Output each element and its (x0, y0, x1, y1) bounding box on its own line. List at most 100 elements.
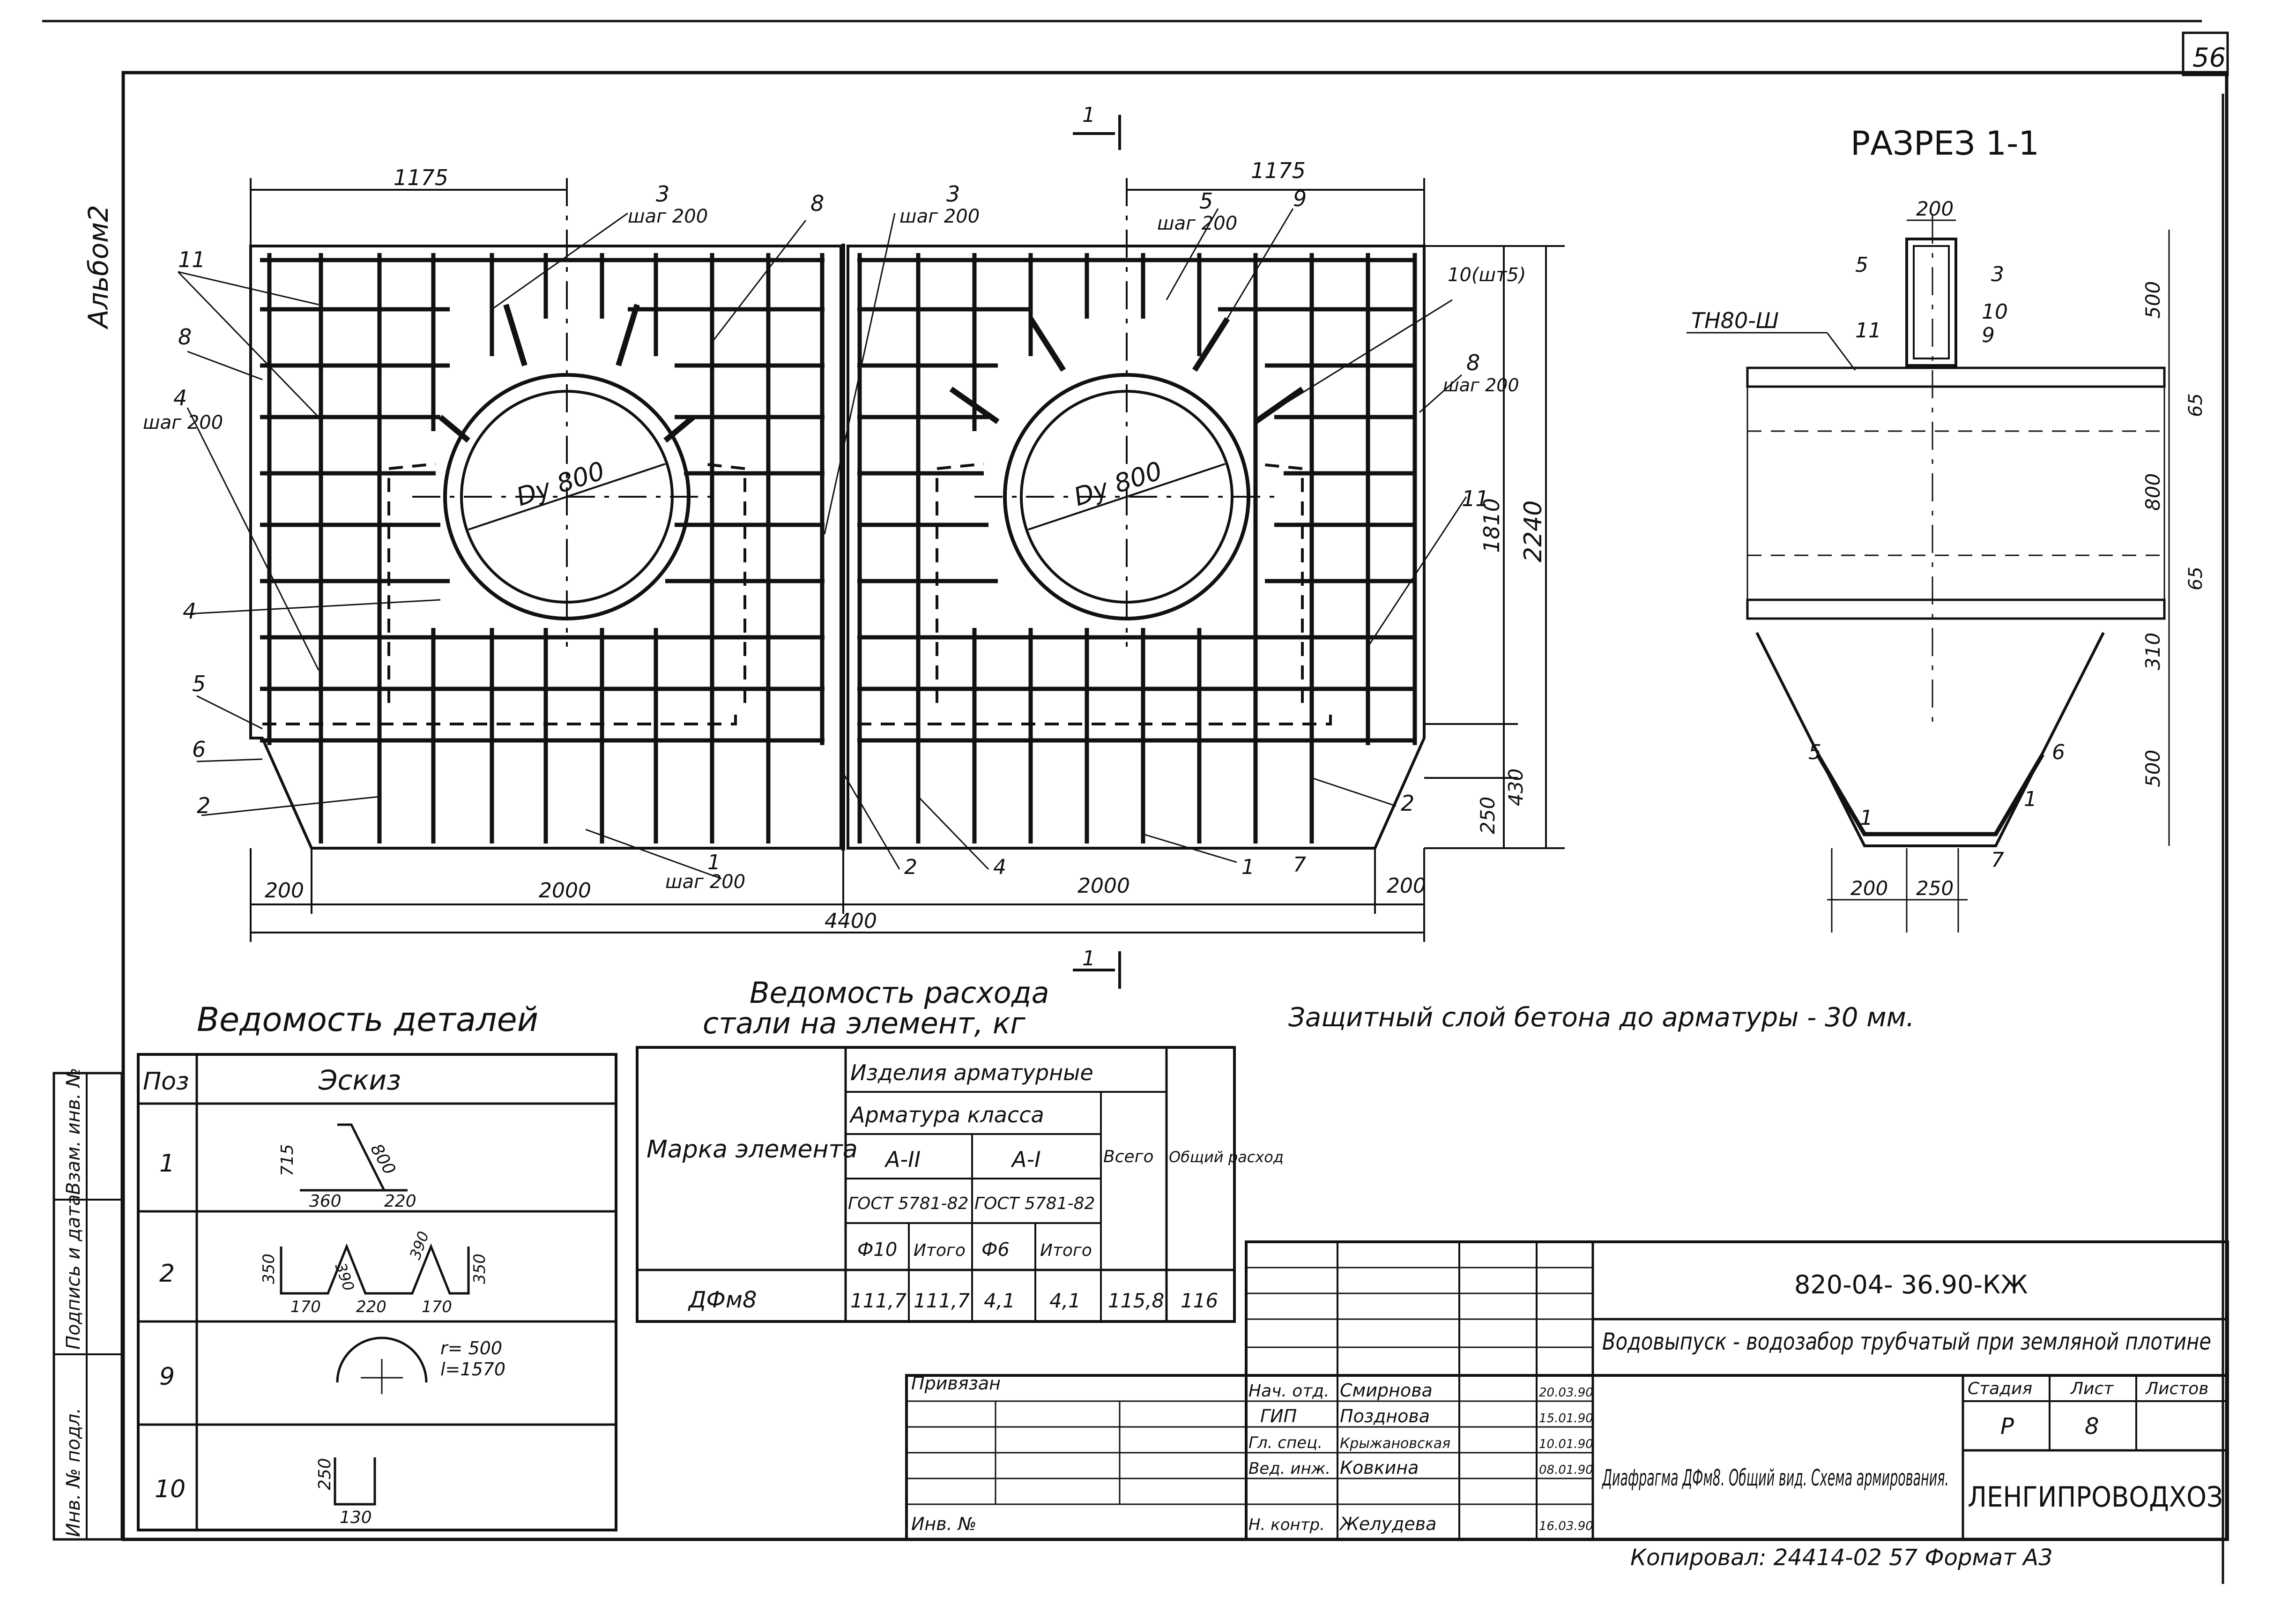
tb-sheet: 8 (2085, 1413, 2099, 1440)
steel-mark-header: Марка элемента (646, 1135, 858, 1164)
section-tn-label: ТН80-Ш (1691, 308, 1779, 333)
section-callout-1-right: 1 (2024, 787, 2037, 811)
tb-org: ЛЕНГИПРОВОДХОЗ (1968, 1481, 2223, 1514)
dim-top-left: 1175 (394, 165, 448, 190)
callout-2-left: 2 (197, 793, 210, 818)
title-block: Привязан Инв. № Нач. отд. Смирнова 20.03… (905, 1240, 2229, 1541)
steel-row-v1: 111,7 (914, 1289, 970, 1312)
dim-top-right: 1175 (1251, 158, 1306, 183)
tb-date-3: 08.01.90 (1539, 1463, 1593, 1477)
section-dim-bottom-250: 250 (1916, 877, 1954, 900)
section-mark-bottom: 1 (1082, 947, 1095, 970)
steel-sub-f10: Ф10 (857, 1239, 897, 1261)
details-row-9-pos: 9 (159, 1363, 175, 1391)
steel-gost-a1: ГОСТ 5781-82 (974, 1194, 1095, 1213)
tb-privyazan: Привязан (911, 1373, 1001, 1394)
album-label: Альбом2 (82, 205, 114, 330)
callout-9-right: 9 (1293, 186, 1307, 211)
callout-3-left: 3 (656, 181, 669, 207)
details-table-title: Ведомость деталей (197, 1000, 538, 1039)
details-row-10-pos: 10 (155, 1475, 186, 1503)
tb-stage: Р (2000, 1413, 2014, 1440)
callout-4-mid: 4 (993, 855, 1006, 879)
tb-role-1: ГИП (1260, 1406, 1297, 1426)
step-3-left: шаг 200 (628, 206, 708, 227)
section-callout-11: 11 (1855, 319, 1881, 343)
steel-sub-total-a1: Итого (1040, 1241, 1092, 1260)
tb-code: 820-04- 36.90-КЖ (1794, 1270, 2028, 1299)
section-callout-9: 9 (1982, 323, 1995, 347)
section-dim-bottom-200: 200 (1850, 877, 1888, 900)
tb-project: Водовыпуск - водозабор трубчатый при зем… (1602, 1328, 2211, 1355)
side-stamp: Инв. № подл. Подпись и дата Взам. инв. № (52, 1068, 123, 1541)
tb-name-4: Желудева (1339, 1514, 1436, 1534)
details-row-1-220: 220 (384, 1192, 416, 1211)
dim-bottom-2000-right: 2000 (1077, 874, 1130, 898)
details-row-2-350-right: 350 (470, 1254, 489, 1284)
details-row-10-130: 130 (340, 1508, 372, 1527)
tb-sheet-header: Лист (2070, 1379, 2114, 1398)
dim-bottom-200-right: 200 (1387, 874, 1426, 898)
section-callout-3: 3 (1991, 262, 2004, 286)
callout-7-right: 7 (1293, 853, 1306, 877)
callout-10-count: 10(шт5) (1448, 264, 1526, 286)
format-note: Копировал: 24414-02 57 Формат А3 (1630, 1545, 2053, 1571)
details-row-2-170-left: 170 (290, 1298, 321, 1316)
dim-bottom-200-left: 200 (265, 879, 304, 903)
callout-8-left: 8 (178, 324, 192, 350)
callout-4-left-lower: 4 (183, 598, 196, 624)
callout-6-left: 6 (192, 737, 206, 762)
details-row-2-170-right: 170 (422, 1298, 452, 1316)
pipe-dia-left: Dу 800 (513, 456, 609, 512)
step-4-left: шаг 200 (143, 412, 223, 433)
section-callout-5-bottom: 5 (1808, 740, 1821, 764)
steel-class-header: Арматура класса (849, 1102, 1044, 1127)
tb-sheets-header: Листов (2145, 1379, 2208, 1398)
callout-1-right: 1 (1241, 855, 1255, 879)
steel-table-title-1: Ведомость расхода (750, 976, 1049, 1010)
details-row-1-360: 360 (309, 1192, 342, 1211)
step-1-left: шаг 200 (665, 871, 745, 893)
section-dim-310: 310 (2141, 633, 2164, 670)
section-callout-7: 7 (1991, 848, 2004, 872)
section-mark-top: 1 (1082, 103, 1095, 127)
details-header-sketch: Эскиз (318, 1064, 401, 1096)
steel-sub-total-a2: Итого (914, 1241, 966, 1260)
step-3-mid: шаг 200 (899, 206, 980, 227)
dim-bottom-4400: 4400 (825, 909, 877, 933)
section-dim-top: 200 (1916, 197, 1954, 220)
dim-bottom-2000-left: 2000 (539, 879, 591, 903)
section-title: РАЗРЕЗ 1-1 (1850, 124, 2039, 163)
tb-name-1: Позднова (1340, 1406, 1430, 1426)
tb-date-0: 20.03.90 (1539, 1386, 1593, 1400)
steel-class-a2: А-II (884, 1147, 921, 1172)
details-row-1-pos: 1 (159, 1150, 175, 1178)
steel-gost-a2: ГОСТ 5781-82 (848, 1194, 968, 1213)
side-stamp-replace: Взам. инв. № (63, 1068, 84, 1195)
section-callout-5-top: 5 (1855, 253, 1868, 277)
dim-right-430: 430 (1504, 769, 1527, 806)
tb-date-4: 16.03.90 (1539, 1519, 1593, 1533)
tb-stage-header: Стадия (1968, 1379, 2032, 1398)
dim-right-250: 250 (1476, 797, 1499, 834)
callout-11-right: 11 (1462, 486, 1489, 511)
section-dim-800: 800 (2141, 473, 2164, 511)
section-dim-65-top: 65 (2185, 393, 2207, 417)
steel-total-header: Всего (1103, 1147, 1154, 1166)
tb-name-2: Крыжановская (1340, 1435, 1450, 1452)
details-table: Ведомость деталей Поз Эскиз 1 715 360 22… (137, 1000, 617, 1531)
details-row-2-390-right: 390 (406, 1229, 433, 1262)
callout-2-mid: 2 (904, 855, 917, 879)
section-dim-500-bottom: 500 (2141, 750, 2164, 787)
section-callout-10: 10 (1982, 300, 2008, 324)
steel-class-a1: А-I (1011, 1147, 1041, 1172)
section-callout-1-left: 1 (1860, 806, 1873, 830)
steel-row-v0: 111,7 (850, 1289, 907, 1312)
callout-5-right: 5 (1199, 188, 1213, 214)
details-row-1-800: 800 (366, 1141, 399, 1178)
steel-table: Ведомость расхода стали на элемент, кг М… (636, 976, 1284, 1323)
details-row-10-250: 250 (315, 1458, 334, 1490)
details-row-9-r: r= 500 (440, 1338, 502, 1359)
sheet-number: 56 (2192, 43, 2226, 73)
